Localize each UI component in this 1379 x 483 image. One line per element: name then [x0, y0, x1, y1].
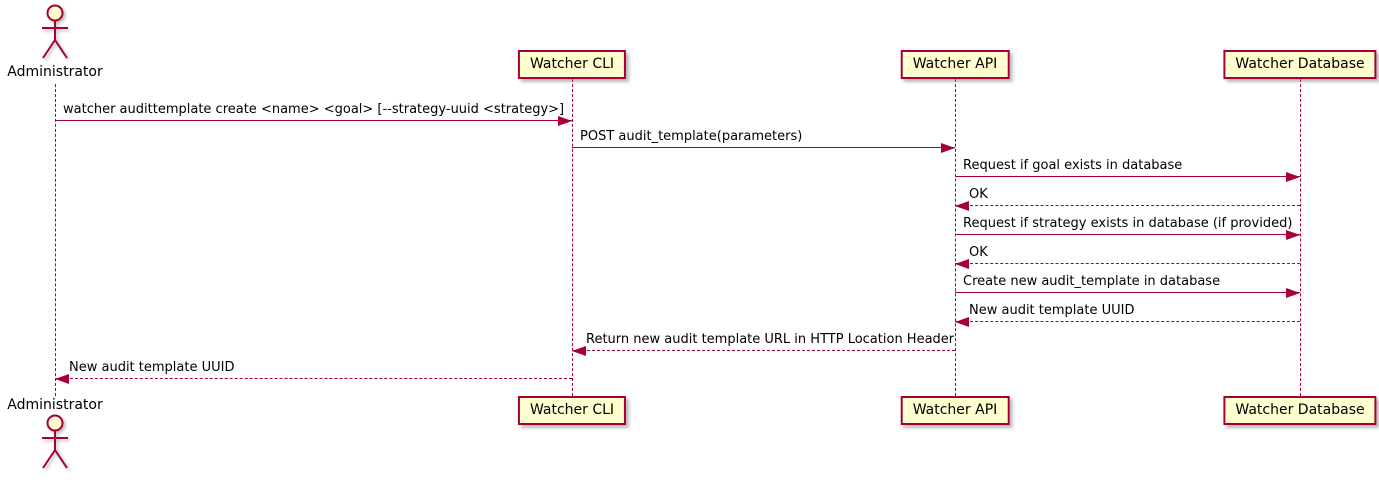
- message-arrowhead-4: [955, 201, 969, 211]
- message-line-1: [55, 120, 572, 121]
- message-label-4: OK: [969, 187, 988, 202]
- lifeline-administrator: [55, 84, 56, 396]
- message-label-7: Create new audit_template in database: [963, 274, 1221, 289]
- message-label-5: Request if strategy exists in database (…: [963, 216, 1293, 231]
- message-arrowhead-2: [941, 143, 955, 153]
- message-line-8: [955, 321, 1300, 322]
- participant-box-bottom-watcher-database: Watcher Database: [1223, 396, 1377, 425]
- message-arrowhead-3: [1286, 172, 1300, 182]
- message-line-3: [955, 176, 1300, 177]
- message-line-2: [572, 147, 955, 148]
- actor-icon: [42, 414, 68, 469]
- message-line-7: [955, 292, 1300, 293]
- message-line-6: [955, 263, 1300, 264]
- participant-box-bottom-watcher-cli: Watcher CLI: [517, 396, 627, 425]
- message-arrowhead-7: [1286, 288, 1300, 298]
- participant-box-top-watcher-database: Watcher Database: [1223, 50, 1377, 79]
- lifeline-watcher-api: [955, 79, 956, 396]
- message-arrowhead-5: [1286, 230, 1300, 240]
- message-label-8: New audit template UUID: [969, 303, 1135, 318]
- message-arrowhead-1: [558, 116, 572, 126]
- message-label-1: watcher audittemplate create <name> <goa…: [63, 102, 565, 117]
- message-line-9: [572, 350, 955, 351]
- message-label-3: Request if goal exists in database: [963, 158, 1183, 173]
- participant-box-top-watcher-cli: Watcher CLI: [517, 50, 627, 79]
- participant-box-top-watcher-api: Watcher API: [900, 50, 1010, 79]
- actor-figure-bottom-administrator: [35, 414, 75, 472]
- message-label-9: Return new audit template URL in HTTP Lo…: [586, 332, 955, 347]
- actor-figure-top-administrator: [35, 4, 75, 62]
- message-arrowhead-6: [955, 259, 969, 269]
- message-arrowhead-9: [572, 346, 586, 356]
- message-label-10: New audit template UUID: [69, 360, 235, 375]
- participant-label-top-administrator: Administrator: [7, 64, 103, 80]
- message-arrowhead-8: [955, 317, 969, 327]
- participant-label-bottom-administrator: Administrator: [7, 397, 103, 413]
- participant-box-bottom-watcher-api: Watcher API: [900, 396, 1010, 425]
- message-arrowhead-10: [55, 374, 69, 384]
- actor-icon: [42, 4, 68, 59]
- lifeline-watcher-cli: [572, 79, 573, 396]
- message-line-4: [955, 205, 1300, 206]
- message-line-5: [955, 234, 1300, 235]
- lifeline-watcher-database: [1300, 79, 1301, 396]
- message-line-10: [55, 378, 572, 379]
- message-label-6: OK: [969, 245, 988, 260]
- message-label-2: POST audit_template(parameters): [580, 129, 803, 144]
